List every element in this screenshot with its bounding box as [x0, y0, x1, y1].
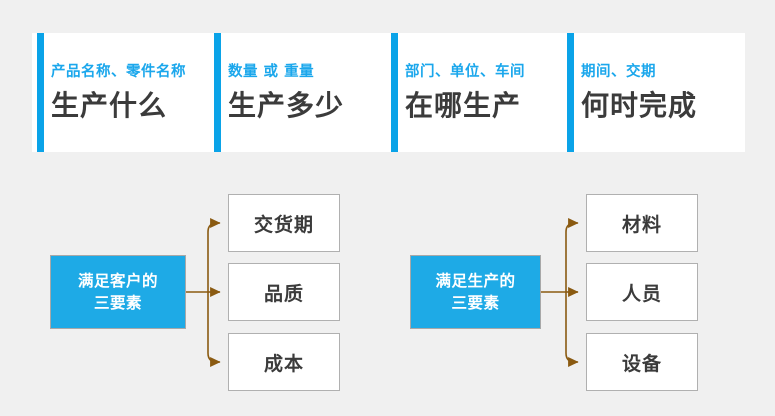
source-box[interactable]: 满足客户的 三要素: [50, 255, 186, 329]
accent-bar-icon: [214, 33, 221, 152]
header-card-3[interactable]: 部门、单位、车间 在哪生产: [386, 33, 562, 152]
header-card-2[interactable]: 数量 或 重量 生产多少: [209, 33, 386, 152]
header-card-title: 生产多少: [228, 88, 345, 122]
source-line-1: 满足生产的: [435, 271, 516, 290]
leaf-box-label: 设备: [621, 352, 662, 375]
header-card-subtitle: 产品名称、零件名称: [51, 64, 186, 81]
leaf-box-label: 交货期: [253, 213, 314, 236]
header-card-title: 在哪生产: [405, 88, 522, 122]
header-card-title: 生产什么: [51, 88, 168, 122]
leaf-box-label: 成本: [263, 352, 304, 375]
source-box-label: 满足客户的 三要素: [78, 270, 158, 315]
header-card-subtitle: 部门、单位、车间: [405, 64, 525, 81]
flow-group-production: 满足生产的 三要素 材料 人员 设备: [400, 180, 720, 405]
header-card-4[interactable]: 期间、交期 何时完成: [562, 33, 745, 152]
flow-group-customer: 满足客户的 三要素 交货期 品质 成本: [40, 180, 360, 405]
header-card-1[interactable]: 产品名称、零件名称 生产什么: [32, 33, 209, 152]
accent-bar-icon: [567, 33, 574, 152]
source-line-2: 三要素: [451, 294, 500, 312]
leaf-box[interactable]: 人员: [586, 263, 698, 321]
accent-bar-icon: [391, 33, 398, 152]
leaf-box[interactable]: 品质: [228, 263, 340, 321]
leaf-box-label: 材料: [621, 213, 662, 236]
accent-bar-icon: [37, 33, 44, 152]
leaf-box[interactable]: 交货期: [228, 194, 340, 252]
leaf-box-label: 人员: [621, 282, 662, 305]
leaf-box-label: 品质: [263, 282, 304, 305]
leaf-box[interactable]: 材料: [586, 194, 698, 252]
header-card-subtitle: 数量 或 重量: [228, 64, 315, 81]
source-line-2: 三要素: [93, 294, 142, 312]
source-line-1: 满足客户的: [77, 271, 158, 290]
source-box-label: 满足生产的 三要素: [435, 270, 515, 315]
header-card-title: 何时完成: [581, 88, 698, 122]
header-card-subtitle: 期间、交期: [581, 64, 656, 81]
leaf-box[interactable]: 成本: [228, 333, 340, 391]
leaf-box[interactable]: 设备: [586, 333, 698, 391]
header-strip: 产品名称、零件名称 生产什么 数量 或 重量 生产多少 部门、单位、车间 在哪生…: [32, 33, 745, 152]
source-box[interactable]: 满足生产的 三要素: [410, 255, 541, 329]
